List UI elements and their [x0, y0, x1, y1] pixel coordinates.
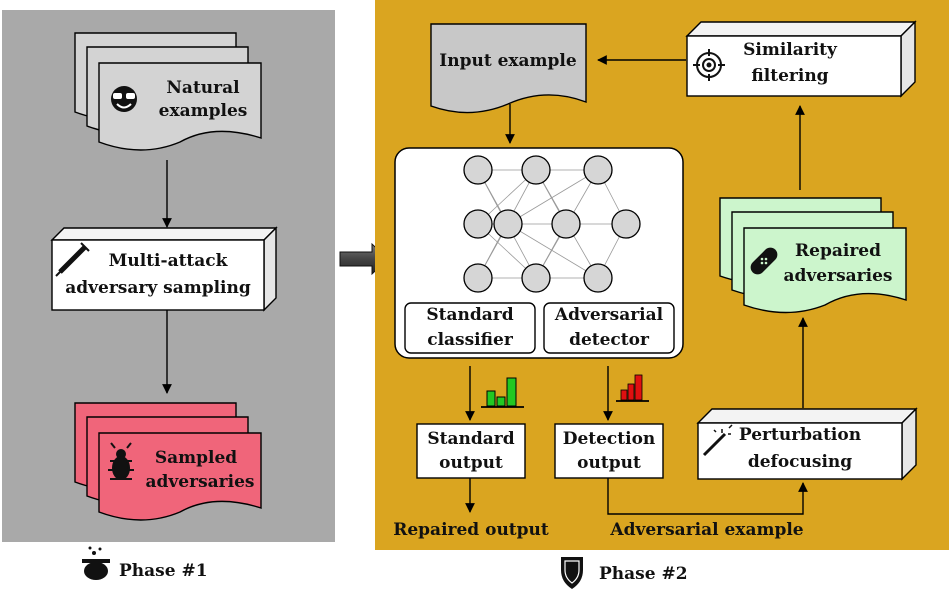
green-histogram-icon	[481, 377, 524, 408]
detection-output-label-2: output	[577, 453, 641, 473]
crosshair-icon	[693, 49, 725, 81]
natural-examples-label-1: Natural	[166, 78, 240, 98]
magic-wand-icon	[702, 424, 733, 457]
network-connection	[507, 223, 599, 279]
adversarial-detector-box	[543, 302, 675, 354]
repaired-label-2: adversaries	[784, 266, 893, 286]
sampled-label-1: Sampled	[155, 448, 237, 468]
repaired-adversaries-stack	[719, 197, 907, 314]
perturbation-box	[696, 407, 918, 481]
sampling-box	[50, 226, 278, 312]
network-neuron	[583, 155, 613, 185]
input-example-label: Input example	[439, 51, 577, 71]
syringe-icon	[55, 242, 90, 277]
network-neuron	[463, 263, 493, 293]
sunglasses-face-icon	[111, 86, 137, 112]
network-connection	[507, 169, 599, 225]
network-neuron	[463, 209, 493, 239]
standard-classifier-box	[404, 302, 536, 354]
adversarial-example-path	[607, 478, 808, 515]
standard-classifier-label-2: classifier	[427, 330, 514, 350]
detection-output-label-1: Detection	[563, 429, 656, 449]
similarity-label-2: filtering	[751, 66, 828, 86]
natural-examples-label-2: examples	[159, 101, 248, 121]
standard-output-box	[416, 423, 526, 479]
network-neuron	[551, 209, 581, 239]
repaired-label-1: Repaired	[795, 241, 881, 261]
shield-icon	[561, 557, 583, 589]
sampling-label-1: Multi-attack	[109, 251, 229, 271]
input-example-doc	[430, 23, 587, 114]
red-histogram-icon	[616, 374, 649, 402]
sampled-label-2: adversaries	[146, 472, 255, 492]
network-neuron	[463, 155, 493, 185]
network-neuron	[521, 155, 551, 185]
network-neuron	[583, 263, 613, 293]
bandage-icon	[750, 247, 778, 275]
repaired-output-label: Repaired output	[393, 520, 549, 540]
network-neurons	[463, 155, 641, 293]
network-neuron	[611, 209, 641, 239]
network-neuron	[493, 209, 523, 239]
sampling-label-2: adversary sampling	[65, 278, 251, 298]
detection-output-box	[554, 423, 664, 479]
standard-output-label-1: Standard	[427, 429, 514, 449]
standard-output-label-2: output	[439, 453, 503, 473]
adversarial-detector-label-2: detector	[569, 330, 650, 350]
phase1-caption: Phase #1	[119, 561, 208, 581]
bug-icon	[108, 442, 134, 480]
perturbation-label-1: Perturbation	[739, 425, 861, 445]
adversarial-example-label: Adversarial example	[609, 520, 803, 540]
network-neuron	[521, 263, 551, 293]
standard-classifier-label-1: Standard	[426, 305, 513, 325]
phase2-caption: Phase #2	[599, 564, 688, 584]
cauldron-icon	[82, 546, 110, 580]
adversarial-detector-label-1: Adversarial	[554, 305, 664, 325]
perturbation-label-2: defocusing	[748, 452, 852, 472]
similarity-label-1: Similarity	[743, 40, 838, 60]
